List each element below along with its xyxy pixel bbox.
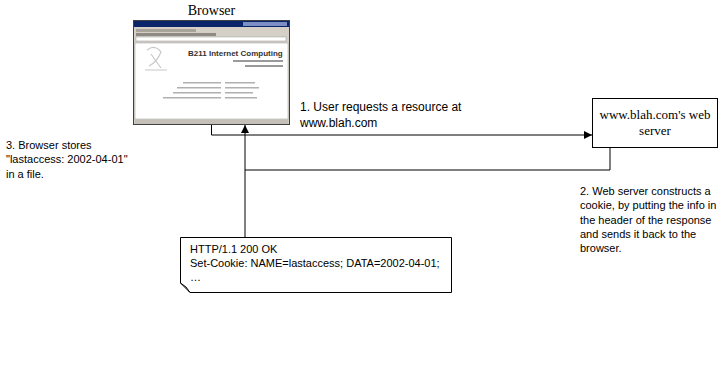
page-menu xyxy=(183,82,221,84)
http-response-note: HTTP/1.1 200 OKSet-Cookie: NAME=lastacce… xyxy=(180,237,452,293)
page-menu xyxy=(225,92,253,94)
page-subtitle xyxy=(233,60,283,62)
server-box: www.blah.com's web server xyxy=(592,98,718,148)
title-bar xyxy=(134,21,289,27)
page-heading: B211 Internet Computing xyxy=(188,49,283,59)
page-menu xyxy=(177,87,221,89)
toolbar xyxy=(136,33,216,36)
box-text: www.blah.com's web server xyxy=(597,107,713,140)
node-heading: Browser xyxy=(133,2,290,20)
message-line: Set-Cookie: NAME=lastaccess; DATA=2002-0… xyxy=(190,257,442,271)
browser-screenshot xyxy=(133,20,290,125)
address-bar xyxy=(136,37,286,41)
message-line: … xyxy=(190,271,442,285)
message-line: HTTP/1.1 200 OK xyxy=(190,243,442,257)
page-menu xyxy=(225,87,259,89)
page-menu xyxy=(225,97,257,99)
step-label: 3. Browser stores "lastaccess: 2002-04-0… xyxy=(6,138,130,181)
page-menu xyxy=(173,92,221,94)
page-menu xyxy=(225,82,255,84)
page-subtitle xyxy=(245,65,283,67)
step-label: 1. User requests a resource at www.blah.… xyxy=(300,100,490,131)
leader-line xyxy=(245,170,246,237)
page-area xyxy=(135,43,288,119)
window-frame xyxy=(134,21,290,125)
page-logo xyxy=(145,47,167,70)
step-label: 2. Web server constructs a cookie, by pu… xyxy=(580,184,722,255)
browser-window: Browser xyxy=(133,2,290,125)
page-menu xyxy=(163,97,221,99)
note-shape xyxy=(181,238,452,293)
status-bar xyxy=(135,120,288,124)
title-bar-buttons xyxy=(243,22,287,26)
arrow-connector xyxy=(245,125,610,170)
arrow-connector xyxy=(212,125,593,135)
menu-bar xyxy=(136,29,196,32)
